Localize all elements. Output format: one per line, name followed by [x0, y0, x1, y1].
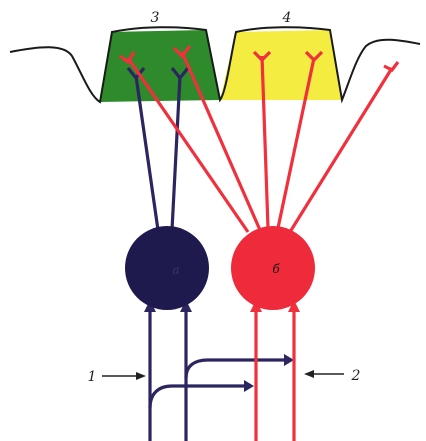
red-input-axons: [256, 312, 294, 441]
pointer-1-label: 1: [88, 369, 97, 385]
region-4-label: 4: [282, 10, 292, 26]
neuron-a-label: а: [172, 263, 179, 277]
neuron-b-label: б: [272, 262, 280, 276]
region-3-label: 3: [151, 10, 160, 26]
pointer-2-arrow: [304, 370, 344, 378]
pointer-1-arrow: [102, 372, 146, 380]
dark-input-axons: [150, 312, 284, 441]
neuron-a: [125, 226, 209, 310]
pointer-2-label: 2: [351, 368, 361, 384]
region-4-fill: [220, 30, 342, 100]
dark-axon-arrowheads: [144, 300, 294, 392]
region-3-fill: [100, 30, 220, 102]
